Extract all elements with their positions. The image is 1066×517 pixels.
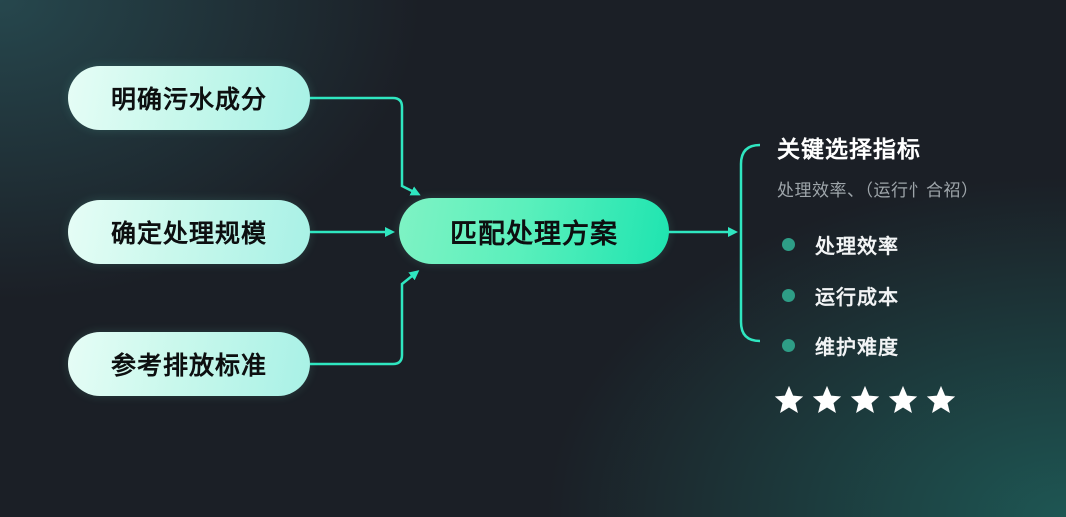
center-pill-match-plan: 匹配处理方案 — [399, 198, 669, 264]
criteria-item-label: 维护难度 — [815, 335, 899, 359]
star-icon — [888, 385, 918, 414]
star-icon — [812, 385, 842, 414]
criteria-item: 处理效率 — [782, 230, 899, 259]
input-pill-scale: 确定处理规模 — [68, 200, 310, 264]
input-label: 参考排放标准 — [110, 351, 267, 380]
criteria-bracket — [739, 143, 761, 343]
criteria-subtitle: 处理效率、（运行忄合祒） — [777, 181, 979, 201]
input-label: 确定处理规模 — [110, 219, 267, 248]
input-pill-standard: 参考排放标准 — [68, 332, 310, 396]
criteria-item-label: 处理效率 — [815, 234, 899, 258]
bullet-icon — [782, 289, 795, 302]
connector-top — [310, 96, 421, 196]
input-label: 明确污水成分 — [110, 85, 267, 114]
criteria-item: 运行成本 — [782, 281, 899, 310]
bullet-icon — [782, 238, 795, 251]
bullet-icon — [782, 339, 795, 352]
star-icon — [926, 385, 956, 414]
star-icon — [850, 385, 880, 414]
criteria-item-label: 运行成本 — [815, 285, 899, 309]
input-pill-composition: 明确污水成分 — [68, 66, 310, 130]
star-rating — [772, 383, 958, 417]
criteria-title: 关键选择指标 — [777, 137, 921, 163]
criteria-item: 维护难度 — [782, 331, 899, 360]
star-icon — [774, 385, 804, 414]
center-label: 匹配处理方案 — [450, 218, 618, 250]
connector-bottom — [310, 270, 420, 366]
